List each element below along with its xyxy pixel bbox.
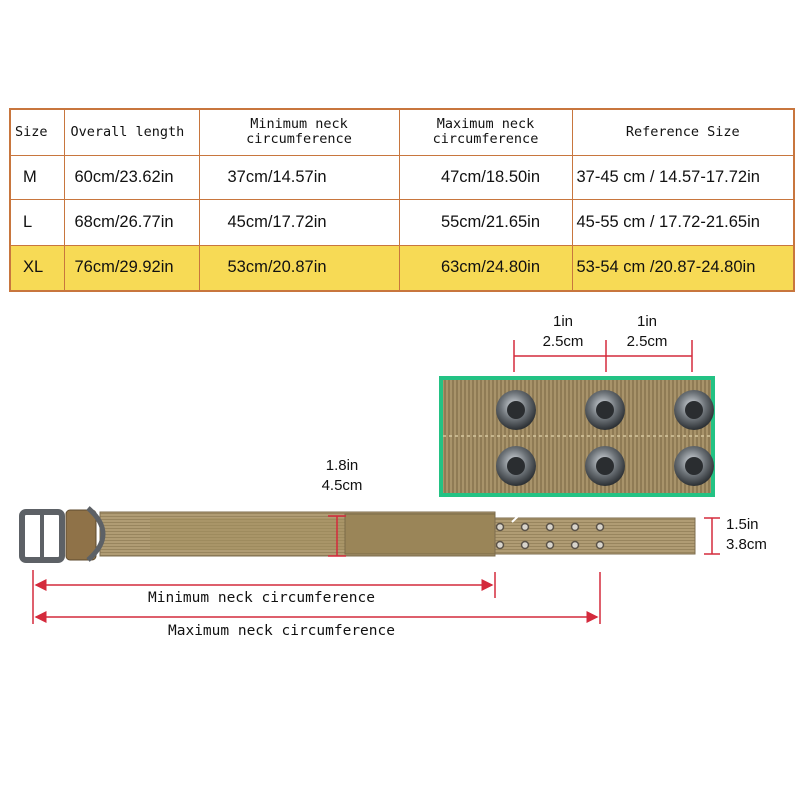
dimension-lines bbox=[32, 340, 720, 624]
cell-min-neck: 45cm/17.72in bbox=[198, 198, 400, 246]
narrow-width-label: 1.5in 3.8cm bbox=[726, 515, 786, 555]
hole-spacing-2-in: 1in bbox=[636, 313, 658, 330]
min-neck-circumference-label: Minimum neck circumference bbox=[148, 590, 375, 606]
cell-min-neck: 53cm/20.87in bbox=[198, 244, 400, 292]
size-chart-table: Size Overall length Minimum neck circumf… bbox=[9, 108, 795, 292]
wide-width-cm: 4.5cm bbox=[321, 477, 363, 494]
velcro-patch bbox=[344, 513, 496, 555]
cell-overall-length: 76cm/29.92in bbox=[63, 244, 200, 292]
table-row: M 60cm/23.62in 37cm/14.57in 47cm/18.50in… bbox=[9, 154, 795, 200]
table-row-highlighted: XL 76cm/29.92in 53cm/20.87in 63cm/24.80i… bbox=[9, 244, 795, 292]
narrow-width-in: 1.5in bbox=[726, 516, 759, 533]
cell-reference-size: 53-54 cm /20.87-24.80in bbox=[571, 244, 795, 292]
max-neck-circumference-label: Maximum neck circumference bbox=[168, 623, 395, 639]
header-max-neck-line1: Maximum neck bbox=[436, 116, 535, 133]
wide-width-in: 1.8in bbox=[325, 457, 359, 474]
hole-spacing-2-label: 1in 2.5cm bbox=[620, 312, 674, 352]
hole-spacing-1-cm: 2.5cm bbox=[542, 333, 584, 350]
table-row: L 68cm/26.77in 45cm/17.72in 55cm/21.65in… bbox=[9, 198, 795, 246]
cell-size: L bbox=[9, 198, 65, 246]
hole-spacing-1-in: 1in bbox=[552, 313, 574, 330]
cell-reference-size: 45-55 cm / 17.72-21.65in bbox=[571, 198, 795, 246]
cell-max-neck: 55cm/21.65in bbox=[398, 198, 573, 246]
callout-pointer bbox=[511, 499, 536, 523]
cell-size: XL bbox=[9, 244, 65, 292]
cell-max-neck: 47cm/18.50in bbox=[398, 154, 573, 200]
header-min-neck-line2: circumference bbox=[246, 131, 352, 148]
leather-keeper bbox=[65, 509, 97, 561]
header-max-neck-line2: circumference bbox=[432, 131, 539, 148]
header-overall-length: Overall length bbox=[63, 108, 200, 156]
grommet-closeup bbox=[439, 376, 715, 497]
d-ring-icon bbox=[86, 506, 106, 562]
header-min-neck-line1: Minimum neck bbox=[250, 116, 348, 133]
cell-size: M bbox=[9, 154, 65, 200]
table-header-row: Size Overall length Minimum neck circumf… bbox=[9, 108, 795, 156]
wide-width-label: 1.8in 4.5cm bbox=[312, 456, 372, 496]
cell-max-neck: 63cm/24.80in bbox=[398, 244, 573, 292]
header-reference-size: Reference Size bbox=[571, 108, 795, 156]
collar-holes bbox=[495, 522, 605, 550]
grommet-icon bbox=[496, 390, 714, 486]
hole-spacing-2-cm: 2.5cm bbox=[626, 333, 668, 350]
buckle-icon bbox=[19, 506, 106, 563]
collar-strap bbox=[65, 509, 696, 561]
hole-spacing-1-label: 1in 2.5cm bbox=[540, 312, 586, 352]
narrow-width-cm: 3.8cm bbox=[726, 536, 767, 553]
cell-overall-length: 60cm/23.62in bbox=[63, 154, 200, 200]
